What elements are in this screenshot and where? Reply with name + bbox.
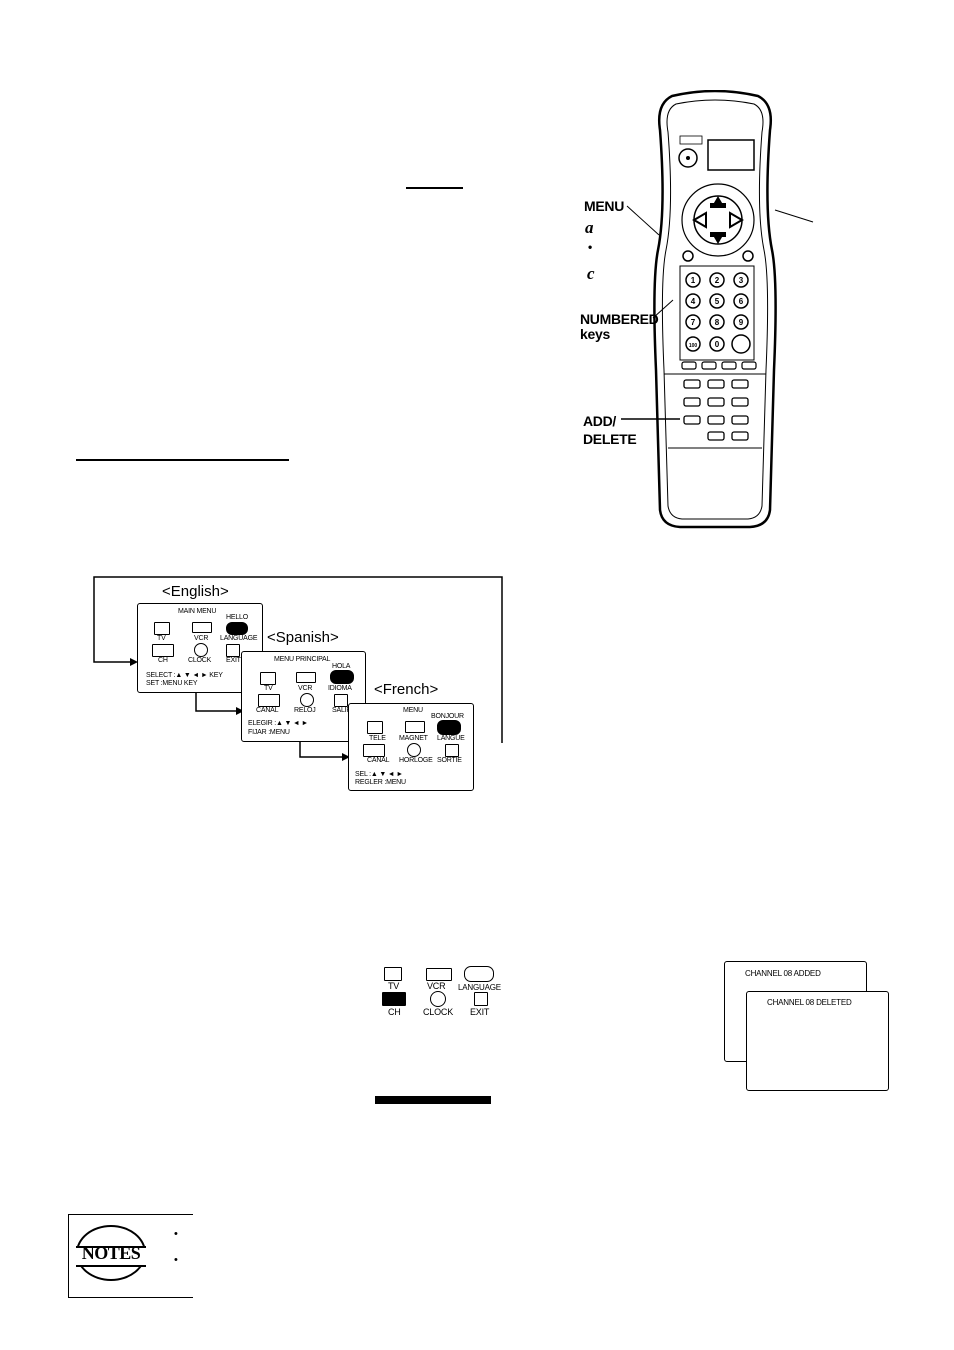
step-a-label: a xyxy=(585,218,594,237)
french-item-canal: CANAL xyxy=(367,757,390,764)
spanish-set-line: FIJAR :MENU xyxy=(248,729,290,736)
language-lips-icon xyxy=(226,622,248,635)
svg-text:1: 1 xyxy=(691,276,696,285)
english-menu-title: MAIN MENU xyxy=(178,608,217,615)
notes-bullet-2: • xyxy=(174,1254,178,1266)
french-label: <French> xyxy=(374,681,439,698)
small-item-tv: TV xyxy=(388,981,400,991)
svg-text:3: 3 xyxy=(739,276,744,285)
small-item-vcr: VCR xyxy=(427,981,446,991)
spanish-greeting: HOLA xyxy=(332,663,351,670)
svg-text:6: 6 xyxy=(739,297,744,306)
spanish-label: <Spanish> xyxy=(267,629,339,646)
notes-badge: NOTES xyxy=(76,1225,146,1281)
svg-text:2: 2 xyxy=(715,276,720,285)
vcr-icon xyxy=(405,721,425,733)
step-c-label: c xyxy=(587,264,595,283)
french-menu-title: MENU xyxy=(403,707,423,714)
numbered-label: NUMBERED xyxy=(580,311,659,327)
english-item-clock: CLOCK xyxy=(188,657,212,664)
french-set-line: REGLER :MENU xyxy=(355,779,406,786)
channel-added-text: CHANNEL 08 ADDED xyxy=(745,969,821,978)
step-dot-label: • xyxy=(588,240,593,254)
clock-icon xyxy=(194,643,208,657)
clock-icon xyxy=(407,743,421,757)
canal-icon xyxy=(363,744,385,757)
english-item-vcr: VCR xyxy=(194,635,209,642)
spanish-item-reloj: RELOJ xyxy=(294,707,316,714)
french-item-horloge: HORLOGE xyxy=(399,757,433,764)
spanish-item-idioma: IDIOMA xyxy=(328,685,352,692)
french-item-tele: TELE xyxy=(369,735,386,742)
svg-text:5: 5 xyxy=(715,297,720,306)
add-label: ADD/ xyxy=(583,413,617,429)
underline-rule-2 xyxy=(76,459,289,461)
notes-badge-text: NOTES xyxy=(81,1243,141,1263)
french-select-line: SEL :▲ ▼ ◄ ► xyxy=(355,771,404,778)
small-item-exit: EXIT xyxy=(470,1007,490,1017)
exit-icon xyxy=(334,694,348,707)
vcr-icon xyxy=(296,672,316,683)
clock-icon xyxy=(300,693,314,707)
small-item-language: LANGUAGE xyxy=(458,983,501,992)
french-item-magnet: MAGNET xyxy=(399,735,428,742)
french-item-sortie: SORTIE xyxy=(437,757,462,764)
language-lips-icon xyxy=(330,670,354,684)
tv-icon xyxy=(367,721,383,734)
svg-text:4: 4 xyxy=(691,297,696,306)
remote-control-illustration: 1 2 3 4 5 6 7 8 9 100 0 xyxy=(650,89,780,530)
channel-deleted-text: CHANNEL 08 DELETED xyxy=(767,998,852,1007)
english-item-ch: CH xyxy=(158,657,168,664)
english-greeting: HELLO xyxy=(226,614,248,621)
english-item-tv: TV xyxy=(157,635,166,642)
svg-text:100: 100 xyxy=(689,343,698,349)
english-item-language: LANGUAGE xyxy=(220,635,258,642)
english-item-exit: EXIT xyxy=(226,657,241,664)
small-item-ch: CH xyxy=(388,1007,401,1017)
canal-icon xyxy=(258,694,280,707)
english-set-line: SET :MENU KEY xyxy=(146,680,198,687)
svg-text:0: 0 xyxy=(715,340,720,349)
english-label: <English> xyxy=(162,583,229,600)
french-menu-screen: MENU BONJOUR TELE MAGNET LANGUE CANAL HO… xyxy=(348,703,474,791)
ch-icon xyxy=(382,992,406,1006)
spanish-menu-title: MENU PRINCIPAL xyxy=(274,656,331,663)
small-main-menu: TV VCR LANGUAGE CH CLOCK EXIT xyxy=(368,964,508,1024)
tv-icon xyxy=(154,622,170,635)
ch-icon xyxy=(152,644,174,657)
language-lips-icon xyxy=(437,720,461,735)
notes-bullet-1: • xyxy=(174,1228,178,1240)
tv-icon xyxy=(384,967,402,981)
spanish-item-vcr: VCR xyxy=(298,685,313,692)
notes-box xyxy=(68,1214,193,1298)
vcr-icon xyxy=(426,968,452,981)
underline-rule-1 xyxy=(406,187,463,189)
french-item-langue: LANGUE xyxy=(437,735,465,742)
remote-leader-lines xyxy=(621,205,814,420)
language-lips-icon xyxy=(464,966,494,982)
channel-deleted-screen: CHANNEL 08 DELETED xyxy=(746,991,889,1091)
spanish-menu-screen: MENU PRINCIPAL HOLA TV VCR IDIOMA CANAL … xyxy=(241,651,366,742)
keys-label: keys xyxy=(580,326,610,342)
menu-label: MENU xyxy=(584,198,625,214)
spanish-select-line: ELEGIR :▲ ▼ ◄ ► xyxy=(248,720,309,727)
spanish-item-tv: TV xyxy=(264,685,273,692)
french-greeting: BONJOUR xyxy=(431,713,464,720)
clock-icon xyxy=(430,991,446,1007)
tv-icon xyxy=(260,672,276,685)
svg-text:8: 8 xyxy=(715,318,720,327)
svg-text:7: 7 xyxy=(691,318,696,327)
vcr-icon xyxy=(192,622,212,633)
spanish-item-salir: SALIR xyxy=(332,707,352,714)
exit-icon xyxy=(445,744,459,757)
english-select-line: SELECT :▲ ▼ ◄ ► KEY xyxy=(146,672,223,679)
small-item-clock: CLOCK xyxy=(423,1007,454,1017)
delete-label: DELETE xyxy=(583,431,637,447)
exit-icon xyxy=(474,992,488,1006)
spanish-item-canal: CANAL xyxy=(256,707,279,714)
heading-bar xyxy=(375,1096,491,1104)
svg-text:9: 9 xyxy=(739,318,744,327)
exit-icon xyxy=(226,644,240,657)
